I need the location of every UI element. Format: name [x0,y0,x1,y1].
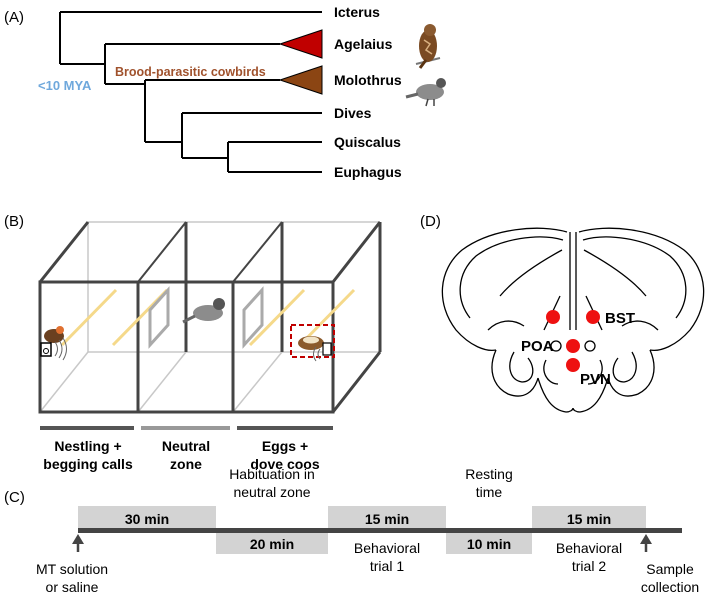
block-label-30min: 30 min [125,511,169,527]
start-label-line2: or saline [46,579,99,595]
block-15min-trial1 [328,506,446,530]
resting-line1: Resting [465,466,512,482]
region-label-poa: POA [521,338,554,355]
pvn-dot [566,358,580,372]
panel-label-d: (D) [420,213,441,230]
block-15min-trial2 [532,506,646,530]
panel-label-b: (B) [4,213,24,230]
zone-middle-line2: zone [170,456,202,472]
zone-bar-right [237,426,333,430]
start-label-line1: MT solution [36,561,108,577]
panel-label-a: (A) [4,9,24,26]
region-label-bst: BST [605,310,635,327]
taxon-agelaius: Agelaius [334,36,393,52]
start-arrow-icon [72,534,84,552]
clade-label: Brood-parasitic cowbirds [115,65,266,79]
poa-dot [566,339,580,353]
left-speaker-icon [40,326,67,361]
test-bird-icon [182,298,225,324]
timeline-axis [78,528,682,533]
zone-middle-line1: Neutral [162,438,210,454]
trial2-line2: trial 2 [572,558,606,574]
taxon-dives: Dives [334,105,372,121]
zone-left-line1: Nestling + [54,438,121,454]
agelaius-bird-icon [415,24,441,69]
resting-line2: time [476,484,503,500]
block-20min [216,531,328,554]
zone-left-line2: begging calls [43,456,133,472]
right-nest-speaker-icon [290,324,335,362]
brain-section [441,227,705,413]
panel-label-c: (C) [4,489,25,506]
bst-left-dot [546,310,560,324]
zone-right-line1: Eggs + [262,438,308,454]
taxon-molothrus: Molothrus [334,72,402,88]
time-label: <10 MYA [38,78,92,93]
region-label-pvn: PVN [580,371,611,388]
block-label-15min-1: 15 min [365,511,409,527]
taxon-euphagus: Euphagus [334,164,402,180]
block-10min [446,531,532,554]
block-label-20min: 20 min [250,536,294,552]
block-30min [78,506,216,530]
end-label-line2: collection [641,579,699,595]
bst-right-dot [586,310,600,324]
habituation-line1: Habituation in [229,466,315,482]
agelaius-clade-triangle [278,29,323,59]
end-label-line1: Sample [646,561,694,577]
zone-bar-middle [141,426,230,430]
taxon-quiscalus: Quiscalus [334,134,401,150]
habituation-line2: neutral zone [233,484,310,500]
trial1-line2: trial 1 [370,558,404,574]
block-label-15min-2: 15 min [567,511,611,527]
zone-right-line2: dove coos [250,456,319,472]
phylogeny-tree [59,11,322,173]
trial2-line1: Behavioral [556,540,622,556]
molothrus-bird-icon [405,78,446,107]
block-label-10min: 10 min [467,536,511,552]
molothrus-clade-triangle [278,65,323,95]
trial1-line1: Behavioral [354,540,420,556]
taxon-icterus: Icterus [334,4,380,20]
zone-bar-left [40,426,134,430]
end-arrow-icon [640,534,652,552]
